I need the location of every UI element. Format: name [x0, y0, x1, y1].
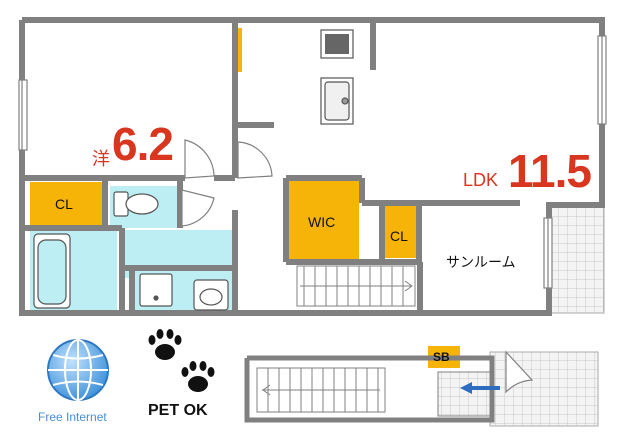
- closet-left-label: CL: [55, 196, 73, 212]
- paw-icon-second: [181, 361, 215, 392]
- ldk-room-name: LDK: [463, 170, 499, 190]
- western-room-name: 洋: [92, 149, 110, 169]
- bath-fixtures: [33, 191, 229, 311]
- closet-left-area: [30, 182, 104, 226]
- free-internet-label: Free Internet: [38, 410, 107, 424]
- balcony-right: [548, 206, 605, 314]
- pet-ok-label: PET OK: [148, 402, 208, 419]
- closet-right-label: CL: [390, 228, 408, 244]
- sb-label: SB: [433, 350, 450, 364]
- ldk-room-size: 11.5: [508, 145, 592, 197]
- western-room-size: 6.2: [112, 118, 174, 170]
- stairs-lower: [244, 355, 495, 423]
- walls: [19, 17, 605, 316]
- kitchen-fixtures: [320, 29, 354, 125]
- closet-right-area: [384, 206, 417, 258]
- sunroom-label: サンルーム: [446, 254, 516, 270]
- stairs-main: [296, 265, 416, 307]
- globe-icon: [47, 339, 109, 401]
- doors: [181, 139, 534, 394]
- paw-icon: [148, 329, 182, 360]
- entrance-arrow-icon: [460, 382, 500, 394]
- wic-area: [287, 181, 359, 259]
- wic-label: WIC: [308, 214, 336, 230]
- windows: [18, 35, 607, 289]
